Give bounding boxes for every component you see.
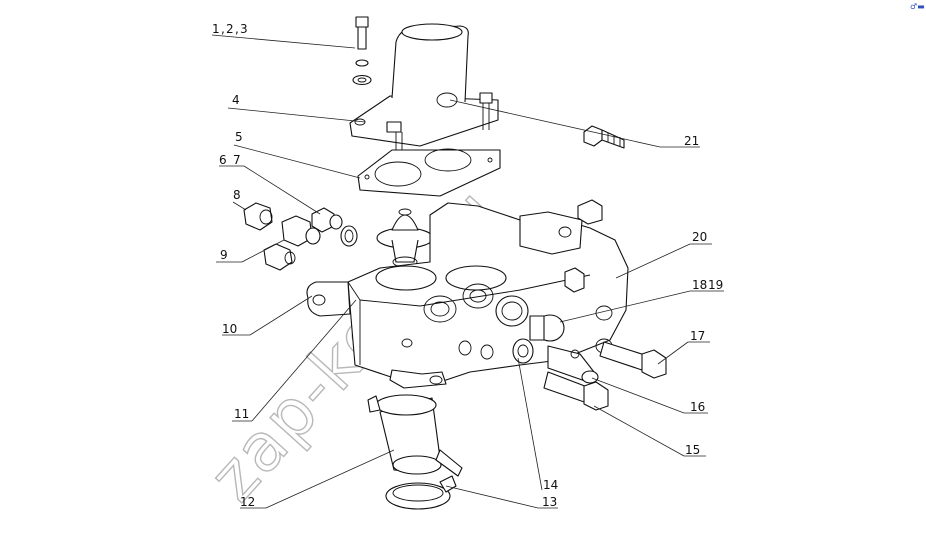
- part-clamp: [385, 475, 457, 510]
- callout-2: 2: [226, 22, 234, 36]
- callout-5: 5: [235, 130, 243, 144]
- callout-7: 7: [233, 153, 241, 167]
- part-hose: [367, 394, 463, 477]
- part-gasket: [357, 148, 501, 197]
- callout-15: 15: [685, 443, 700, 457]
- callout-21: 21: [684, 134, 699, 148]
- callout-20: 20: [692, 230, 707, 244]
- part-bolt-17: [599, 341, 667, 379]
- part-sensor: [547, 345, 599, 384]
- callout-11: 11: [234, 407, 249, 421]
- part-fittings: [243, 202, 358, 271]
- callout-17: 17: [690, 329, 705, 343]
- part-outlet-cover: [349, 23, 499, 152]
- callout-sep-2: ,: [235, 22, 239, 36]
- callout-3: 3: [240, 22, 248, 36]
- callout-10: 10: [222, 322, 237, 336]
- callout-6: 6: [219, 153, 227, 167]
- corner-mark: ♂▬: [910, 2, 925, 11]
- callout-1: 1: [212, 22, 220, 36]
- callout-18: 18: [692, 278, 707, 292]
- part-bolt-washers: [352, 16, 372, 86]
- callout-13: 13: [542, 495, 557, 509]
- callout-4: 4: [232, 93, 240, 107]
- callout-16: 16: [690, 400, 705, 414]
- part-plug-14: [512, 338, 534, 364]
- part-plug-seal: [495, 295, 565, 342]
- part-bolt-15: [543, 371, 609, 411]
- callout-8: 8: [233, 188, 241, 202]
- leader-lines: [211, 34, 724, 509]
- callout-12: 12: [240, 495, 255, 509]
- callout-sep-1: ,: [221, 22, 225, 36]
- callout-19: 19: [708, 278, 723, 292]
- callout-14: 14: [543, 478, 558, 492]
- callout-labels: 1 , 2 , 3 4 5 6 7 8 9 10 11 12 13 14 15 …: [212, 22, 723, 509]
- callout-9: 9: [220, 248, 228, 262]
- part-bolt-21: [583, 125, 625, 149]
